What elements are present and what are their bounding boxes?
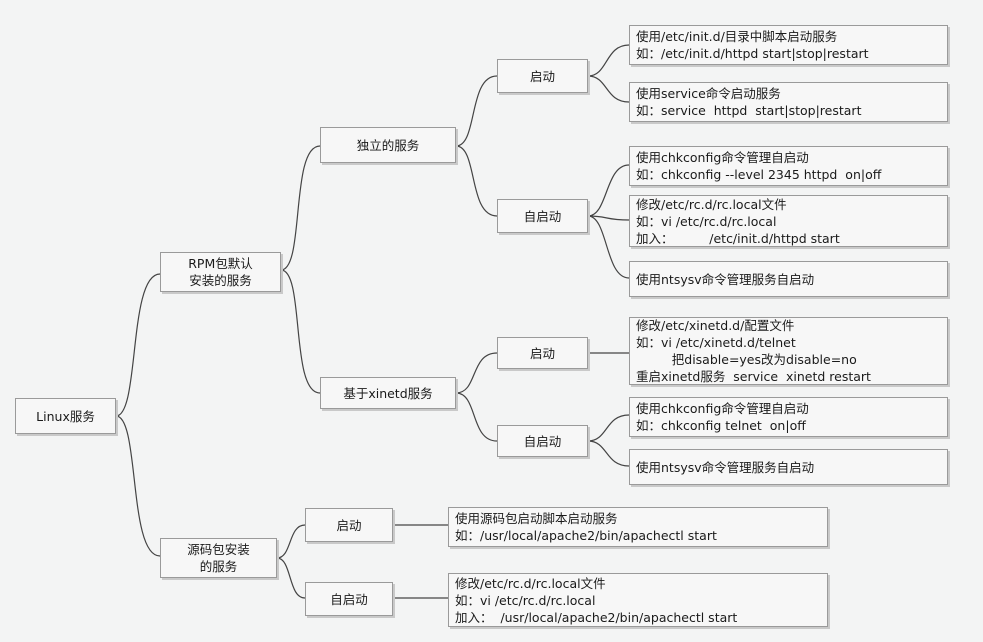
leaf-chkconfig-telnet: 使用chkconfig命令管理自启动 如：chkconfig telnet on…	[629, 397, 948, 437]
leaf-chkconfig-level: 使用chkconfig命令管理自启动 如：chkconfig --level 2…	[629, 146, 948, 186]
xinetd-label: 基于xinetd服务	[343, 385, 433, 401]
source-autostart-label: 自启动	[330, 591, 368, 607]
leaf-chkconfig-level-line2: 如：chkconfig --level 2345 httpd on|off	[636, 167, 882, 182]
leaf-xinetd-conf-line1: 修改/etc/xinetd.d/配置文件	[636, 318, 795, 333]
leaf-rclocal-apache-line1: 修改/etc/rc.d/rc.local文件	[455, 575, 606, 591]
leaf-rclocal-httpd-line3: 加入： /etc/init.d/httpd start	[636, 230, 840, 246]
source-start-label: 启动	[336, 517, 362, 533]
leaf-service-line1: 使用service命令启动服务	[636, 86, 781, 101]
xinetd-autostart-label: 自启动	[523, 433, 562, 449]
standalone-start-label: 启动	[529, 68, 555, 84]
leaf-service: 使用service命令启动服务 如：service httpd start|st…	[629, 82, 948, 122]
leaf-ntsysv-standalone: 使用ntsysv命令管理服务自启动	[629, 261, 948, 297]
leaf-rclocal-httpd: 修改/etc/rc.d/rc.local文件 如：vi /etc/rc.d/rc…	[629, 195, 948, 247]
leaf-ntsysv-standalone-line1: 使用ntsysv命令管理服务自启动	[636, 271, 815, 287]
leaf-rclocal-apache-line3: 加入： /usr/local/apache2/bin/apachectl sta…	[455, 609, 738, 625]
rpm-node: RPM包默认 安装的服务	[160, 252, 281, 292]
source-node: 源码包安装 的服务	[160, 538, 277, 578]
leaf-service-line2: 如：service httpd start|stop|restart	[636, 103, 862, 118]
leaf-initd-line1: 使用/etc/init.d/目录中脚本启动服务	[636, 29, 838, 44]
xinetd-autostart-node: 自启动	[497, 425, 588, 457]
standalone-autostart-node: 自启动	[497, 199, 588, 233]
source-label-line1: 源码包安装	[187, 542, 250, 557]
root-label: Linux服务	[36, 408, 95, 424]
root-node: Linux服务	[15, 398, 116, 434]
xinetd-start-node: 启动	[497, 337, 588, 369]
xinetd-node: 基于xinetd服务	[320, 377, 456, 409]
source-start-node: 启动	[305, 508, 393, 542]
leaf-apachectl-line2: 如：/usr/local/apache2/bin/apachectl start	[455, 528, 717, 543]
leaf-apachectl: 使用源码包启动脚本启动服务 如：/usr/local/apache2/bin/a…	[448, 507, 828, 547]
rpm-label-line2: 安装的服务	[189, 273, 252, 288]
standalone-start-node: 启动	[497, 59, 588, 93]
leaf-ntsysv-xinetd-line1: 使用ntsysv命令管理服务自启动	[636, 459, 815, 475]
leaf-apachectl-line1: 使用源码包启动脚本启动服务	[455, 511, 618, 526]
leaf-chkconfig-level-line1: 使用chkconfig命令管理自启动	[636, 150, 809, 165]
rpm-label-line1: RPM包默认	[188, 256, 253, 271]
leaf-xinetd-conf-line3: 把disable=yes改为disable=no	[636, 352, 857, 367]
leaf-xinetd-conf-line2: 如：vi /etc/xinetd.d/telnet	[636, 335, 796, 350]
leaf-chkconfig-telnet-line1: 使用chkconfig命令管理自启动	[636, 401, 809, 416]
leaf-initd: 使用/etc/init.d/目录中脚本启动服务 如：/etc/init.d/ht…	[629, 25, 948, 65]
leaf-initd-line2: 如：/etc/init.d/httpd start|stop|restart	[636, 46, 869, 61]
standalone-autostart-label: 自启动	[523, 208, 562, 224]
source-autostart-node: 自启动	[305, 582, 393, 616]
leaf-xinetd-conf: 修改/etc/xinetd.d/配置文件 如：vi /etc/xinetd.d/…	[629, 317, 948, 385]
leaf-rclocal-apache: 修改/etc/rc.d/rc.local文件 如：vi /etc/rc.d/rc…	[448, 573, 828, 627]
xinetd-start-label: 启动	[529, 345, 555, 361]
leaf-ntsysv-xinetd: 使用ntsysv命令管理服务自启动	[629, 449, 948, 485]
source-label-line2: 的服务	[199, 559, 238, 574]
leaf-rclocal-httpd-line1: 修改/etc/rc.d/rc.local文件	[636, 196, 787, 212]
leaf-xinetd-conf-line4: 重启xinetd服务 service xinetd restart	[636, 369, 871, 384]
leaf-chkconfig-telnet-line2: 如：chkconfig telnet on|off	[636, 418, 806, 433]
standalone-label: 独立的服务	[356, 137, 420, 153]
standalone-node: 独立的服务	[320, 127, 456, 163]
leaf-rclocal-apache-line2: 如：vi /etc/rc.d/rc.local	[455, 592, 596, 608]
leaf-rclocal-httpd-line2: 如：vi /etc/rc.d/rc.local	[636, 213, 777, 229]
